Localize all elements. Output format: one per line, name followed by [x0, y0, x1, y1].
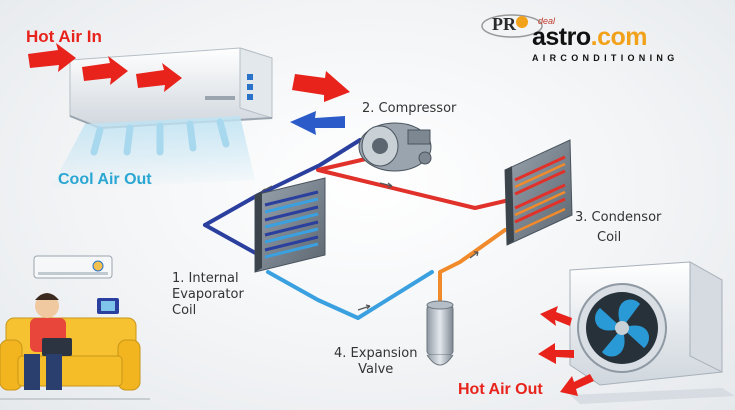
hot-air-out-label: Hot Air Out	[458, 381, 543, 398]
condensor-coil-label: 3. Condensor Coil	[575, 210, 661, 246]
compressor-flow-arrows	[290, 71, 350, 135]
evaporator-label-line2: Evaporator	[172, 287, 244, 302]
indoor-ac-unit	[69, 47, 273, 130]
expansion-label-line1: 4. Expansion	[334, 346, 418, 361]
logo-deal-text: deal	[538, 16, 556, 26]
logo-pro-text: PR	[492, 14, 516, 34]
refrigerant-pipes	[203, 138, 520, 320]
logo-dot-text: .	[590, 23, 598, 51]
cool-air-flow	[50, 116, 255, 190]
logo-com-text: com	[597, 23, 647, 51]
evaporator-label-line3: Coil	[172, 303, 197, 318]
cool-air-out-label: Cool Air Out	[58, 171, 152, 188]
logo-wordmark: astro.com	[532, 23, 647, 52]
expansion-valve	[426, 300, 454, 366]
expansion-label-line2: Valve	[358, 362, 394, 377]
evaporator-coil-label: 1. Internal Evaporator Coil	[172, 271, 244, 319]
outdoor-ac-unit	[569, 261, 735, 404]
expansion-valve-label: 4. Expansion Valve	[334, 346, 417, 378]
compressor-label: 2. Compressor	[362, 101, 457, 116]
logo-subtitle: AIRCONDITIONING	[532, 53, 679, 63]
flow-direction-arrows	[261, 182, 479, 311]
compressor-icon	[358, 122, 432, 172]
hot-air-out-arrows	[538, 306, 594, 396]
condensor-label-line1: 3. Condensor	[575, 210, 662, 225]
floor	[0, 398, 150, 400]
condensor-label-line2: Coil	[597, 230, 622, 245]
prodeal-astro-logo: PR deal astro.com AIRCONDITIONING	[478, 12, 728, 68]
hot-air-in-label: Hot Air In	[26, 27, 102, 46]
logo-swoosh-icon	[481, 14, 543, 38]
fan-blades	[595, 299, 649, 357]
evaporator-label-line1: 1. Internal	[172, 271, 239, 286]
hot-air-in-arrows	[28, 43, 182, 92]
person-on-sofa-illustration	[0, 255, 141, 391]
evaporator-coil	[254, 177, 326, 273]
logo-astro-text: astro	[532, 23, 591, 51]
condenser-coil	[504, 139, 573, 246]
